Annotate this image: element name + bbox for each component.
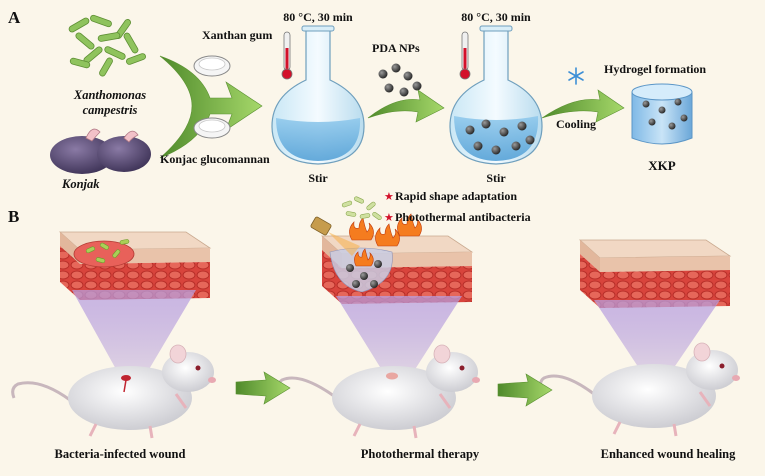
fire-icon xyxy=(349,213,422,267)
mix-arrow-icon xyxy=(367,89,445,123)
stage-label-healing: Enhanced wound healing xyxy=(601,447,737,461)
stage-label-infected: Bacteria-infected wound xyxy=(55,447,186,461)
merge-arrow-icon xyxy=(159,55,263,159)
star-icon: ★ xyxy=(384,191,394,203)
therapy-skin-block xyxy=(320,235,474,304)
progress-arrow-icon xyxy=(497,373,553,407)
cooling-arrow-icon xyxy=(541,89,625,123)
source1-line1: Xanthomonas xyxy=(73,88,146,102)
gum1-label: Xanthan gum xyxy=(202,28,272,42)
pda-nanoparticles-icon xyxy=(378,63,422,97)
thermometer-icon xyxy=(459,31,471,80)
condition2-label: 80 °C, 30 min xyxy=(461,10,531,24)
bacteria-cluster-icon xyxy=(68,14,146,77)
progress-arrow-icon xyxy=(235,371,291,405)
stage-label-therapy: Photothermal therapy xyxy=(361,447,480,461)
konjac-tuber-icon xyxy=(50,128,151,174)
cooling-label: Cooling xyxy=(556,117,596,131)
feature-photothermal-antibacteria: Photothermal antibacteria xyxy=(395,210,531,224)
nanoparticles-label: PDA NPs xyxy=(372,41,420,55)
thermometer-icon xyxy=(281,31,293,80)
infected-skin-block xyxy=(58,231,212,300)
xanthan-gum-dish-icon xyxy=(193,55,231,77)
panel-b-label: B xyxy=(8,207,19,226)
product-label: XKP xyxy=(648,158,676,173)
flask-icon xyxy=(271,25,365,165)
flask-icon xyxy=(449,25,543,165)
bacteria-icon xyxy=(341,196,382,221)
hydrogel-formation-label: Hydrogel formation xyxy=(604,62,706,76)
konjac-glucomannan-dish-icon xyxy=(193,117,231,139)
snowflake-icon xyxy=(568,67,584,85)
zoom-cone-3 xyxy=(594,300,720,394)
source1-line2: campestris xyxy=(83,103,138,117)
zoom-cone-2 xyxy=(336,296,462,396)
rat-icon xyxy=(11,344,216,439)
panel-a-label: A xyxy=(8,8,21,27)
hydrogel-cup-icon xyxy=(631,83,693,145)
source2-label: Konjak xyxy=(61,177,100,191)
healed-skin-block xyxy=(578,239,732,308)
rat-icon xyxy=(538,342,740,437)
stir1-label: Stir xyxy=(308,171,328,185)
feature-shape-adaptation: Rapid shape adaptation xyxy=(395,189,517,203)
nir-laser-icon xyxy=(310,216,360,256)
star-icon: ★ xyxy=(384,212,394,224)
condition1-label: 80 °C, 30 min xyxy=(283,10,353,24)
zoom-cone-1 xyxy=(72,290,196,398)
stir2-label: Stir xyxy=(486,171,506,185)
gum2-label: Konjac glucomannan xyxy=(160,152,270,166)
